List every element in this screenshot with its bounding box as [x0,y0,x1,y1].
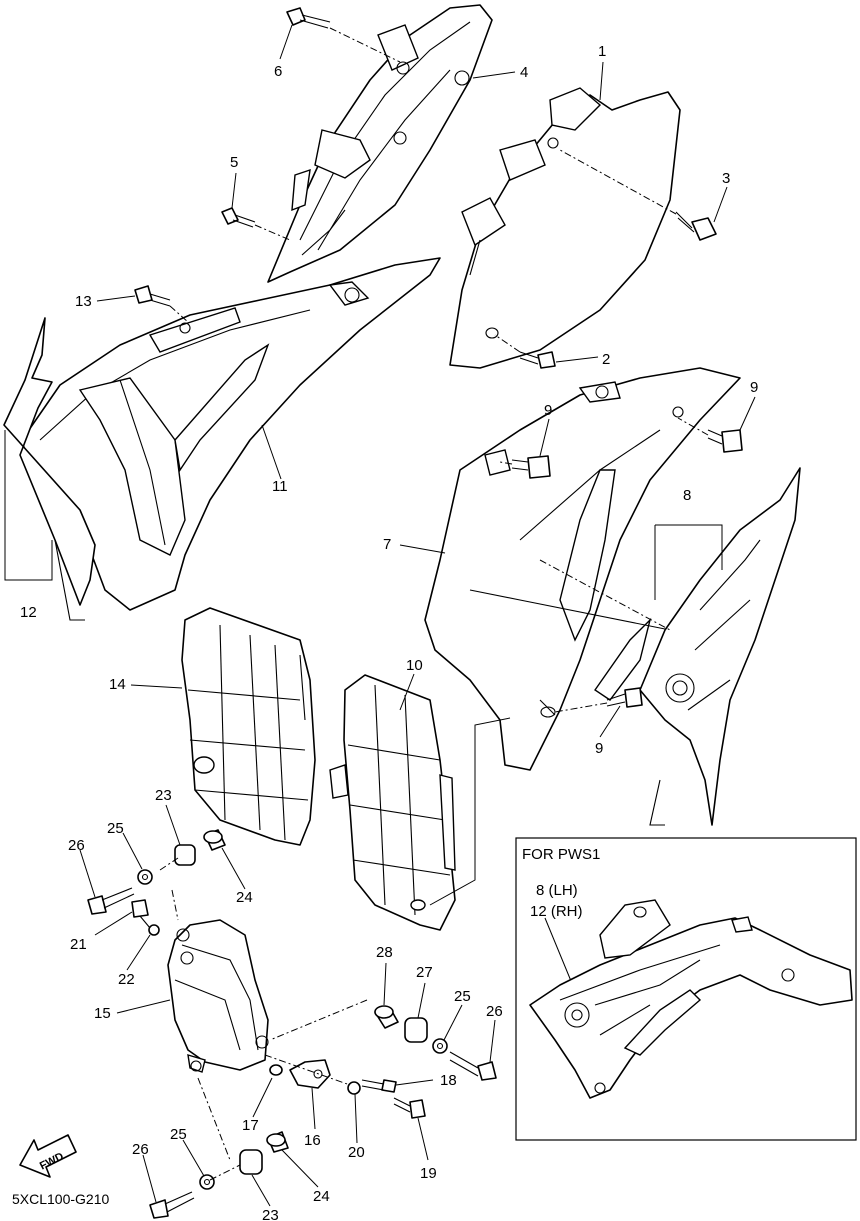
callout-21: 21 [70,936,87,953]
callout-25-bottom: 25 [170,1126,187,1143]
right-radiator-scoop-part [424,367,741,771]
callout-26-right: 26 [486,1003,503,1020]
callout-14: 14 [109,676,126,693]
callout-4: 4 [520,64,528,81]
hardware-parts [87,7,743,1219]
callout-17: 17 [242,1117,259,1134]
number-plate-part [449,87,681,369]
right-radiator-louver-part [329,674,456,931]
callout-23-bottom: 23 [262,1207,279,1221]
inset-label-8-lh: 8 (LH) [536,882,578,899]
callout-23-top: 23 [155,787,172,804]
pws1-inset: FOR PWS1 8 (LH) 12 (RH) [515,837,857,1141]
number-plate-bracket-part [267,4,493,283]
callout-8: 8 [683,487,691,504]
assembly-lines [159,27,709,1181]
callout-26-top: 26 [68,837,85,854]
callout-9-middle: 9 [544,402,552,419]
callout-10: 10 [406,657,423,674]
left-radiator-louver-part [181,607,316,846]
callout-9-lower: 9 [595,740,603,757]
callout-11: 11 [272,478,288,495]
fwd-arrow-icon: FWD [19,1134,77,1178]
callout-3: 3 [722,170,730,187]
radiator-tank-part [167,919,269,1073]
callout-16: 16 [304,1132,321,1149]
callout-18: 18 [440,1072,457,1089]
callout-9-top-right: 9 [750,379,758,396]
callout-2: 2 [602,351,610,368]
callout-6: 6 [274,63,282,80]
leader-lines [79,24,756,1207]
right-shroud-graphic-part [639,467,801,826]
diagram-code: 5XCL100-G210 [12,1191,110,1207]
callout-28: 28 [376,944,393,961]
callout-24-top: 24 [236,889,253,906]
callout-13: 13 [75,293,92,310]
callout-numbers: 1 2 3 4 5 6 7 8 9 9 9 10 11 12 13 14 15 … [20,43,758,1221]
callout-25-right: 25 [454,988,471,1005]
callout-27: 27 [416,964,433,981]
callout-15: 15 [94,1005,111,1022]
left-shroud-graphic-part [3,317,96,621]
inset-label-12-rh: 12 (RH) [530,903,583,920]
callout-1: 1 [598,43,606,60]
callout-26-bottom: 26 [132,1141,149,1158]
callout-12: 12 [20,604,37,621]
callout-22: 22 [118,971,135,988]
callout-19: 19 [420,1165,437,1182]
callout-25-top: 25 [107,820,124,837]
callout-7: 7 [383,536,391,553]
callout-20: 20 [348,1144,365,1161]
callout-5: 5 [230,154,238,171]
inset-title: FOR PWS1 [522,846,600,863]
left-radiator-scoop-part [21,257,441,611]
callout-24-bottom: 24 [313,1188,330,1205]
connector-lines [4,430,723,906]
